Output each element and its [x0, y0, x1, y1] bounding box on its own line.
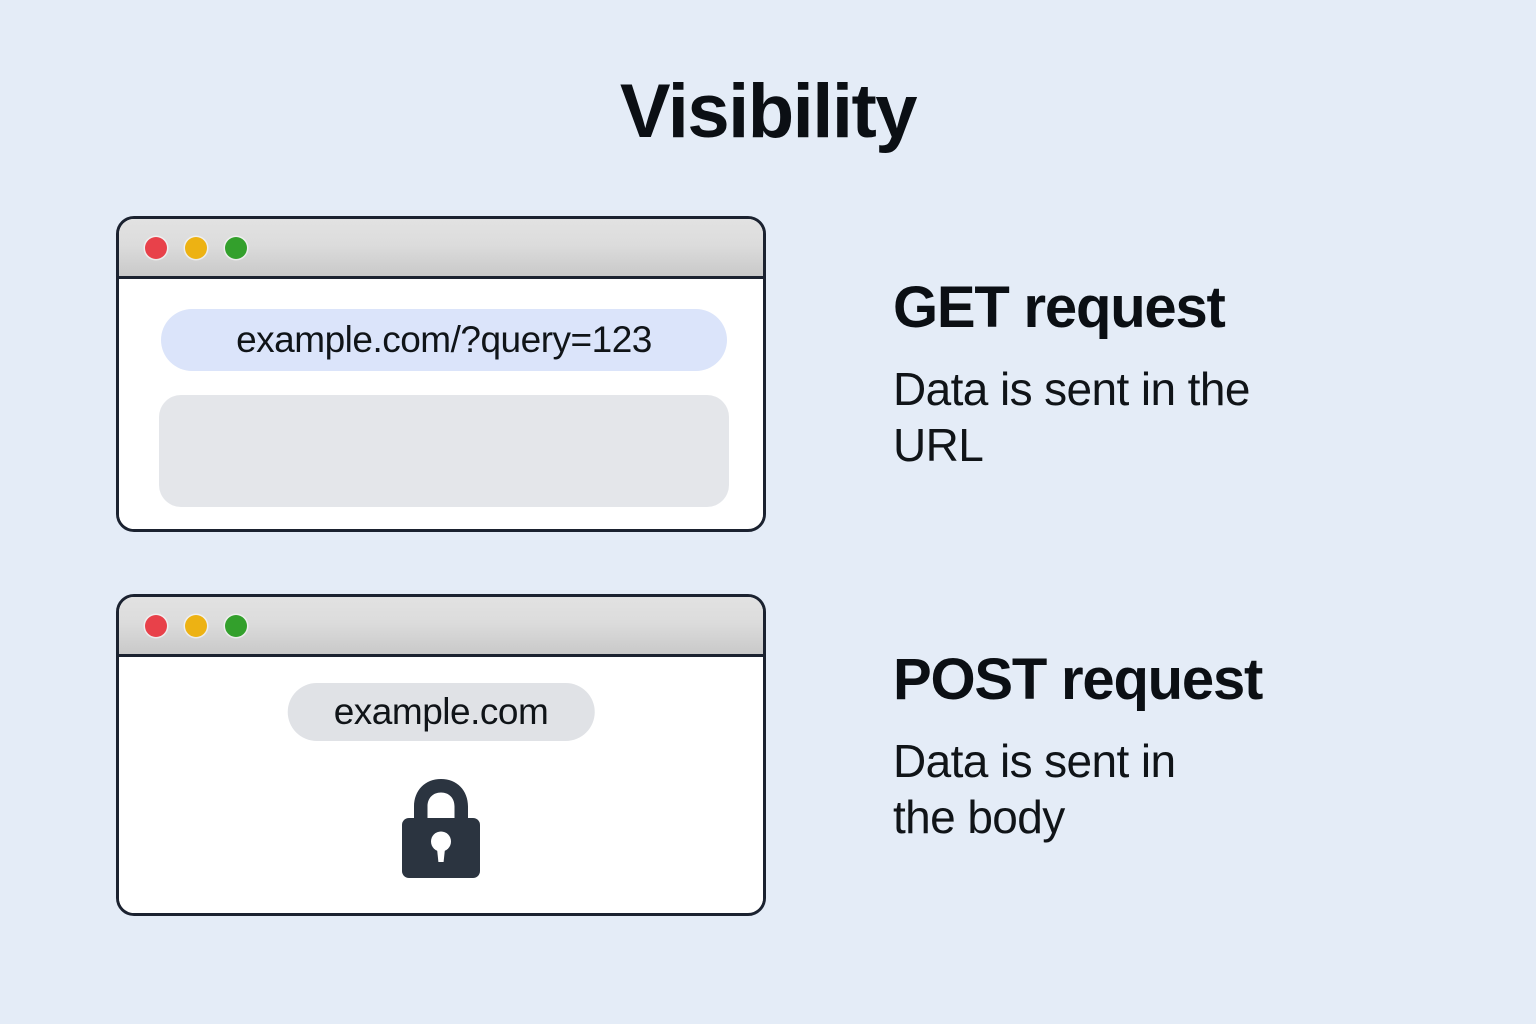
info-block-post: POST request Data is sent in the body — [893, 647, 1413, 845]
info-heading-get: GET request — [893, 275, 1226, 340]
content-placeholder-get — [159, 395, 729, 507]
info-block-get: GET request Data is sent in the URL — [893, 275, 1413, 473]
lock-icon — [395, 775, 487, 881]
minimize-button-icon[interactable] — [185, 236, 207, 259]
window-titlebar-post — [119, 597, 763, 657]
info-heading-post: POST request — [893, 647, 1263, 712]
close-button-icon[interactable] — [145, 236, 167, 259]
close-button-icon[interactable] — [145, 614, 167, 637]
page-title: Visibility — [619, 69, 918, 154]
maximize-button-icon[interactable] — [225, 614, 247, 637]
url-bar-get-value: example.com/?query=123 — [236, 319, 652, 360]
window-body-get: example.com/?query=123 — [119, 279, 763, 526]
window-body-post: example.com — [119, 657, 763, 910]
info-description-get: Data is sent in the URL — [893, 362, 1250, 471]
url-bar-get[interactable]: example.com/?query=123 — [161, 309, 727, 371]
url-bar-post[interactable]: example.com — [287, 683, 595, 741]
info-description-post: Data is sent in the body — [893, 734, 1176, 843]
minimize-button-icon[interactable] — [185, 614, 207, 637]
browser-window-post: example.com — [116, 594, 766, 916]
browser-window-get: example.com/?query=123 — [116, 216, 766, 532]
window-titlebar-get — [119, 219, 763, 279]
maximize-button-icon[interactable] — [225, 236, 247, 259]
url-bar-post-value: example.com — [333, 691, 549, 732]
